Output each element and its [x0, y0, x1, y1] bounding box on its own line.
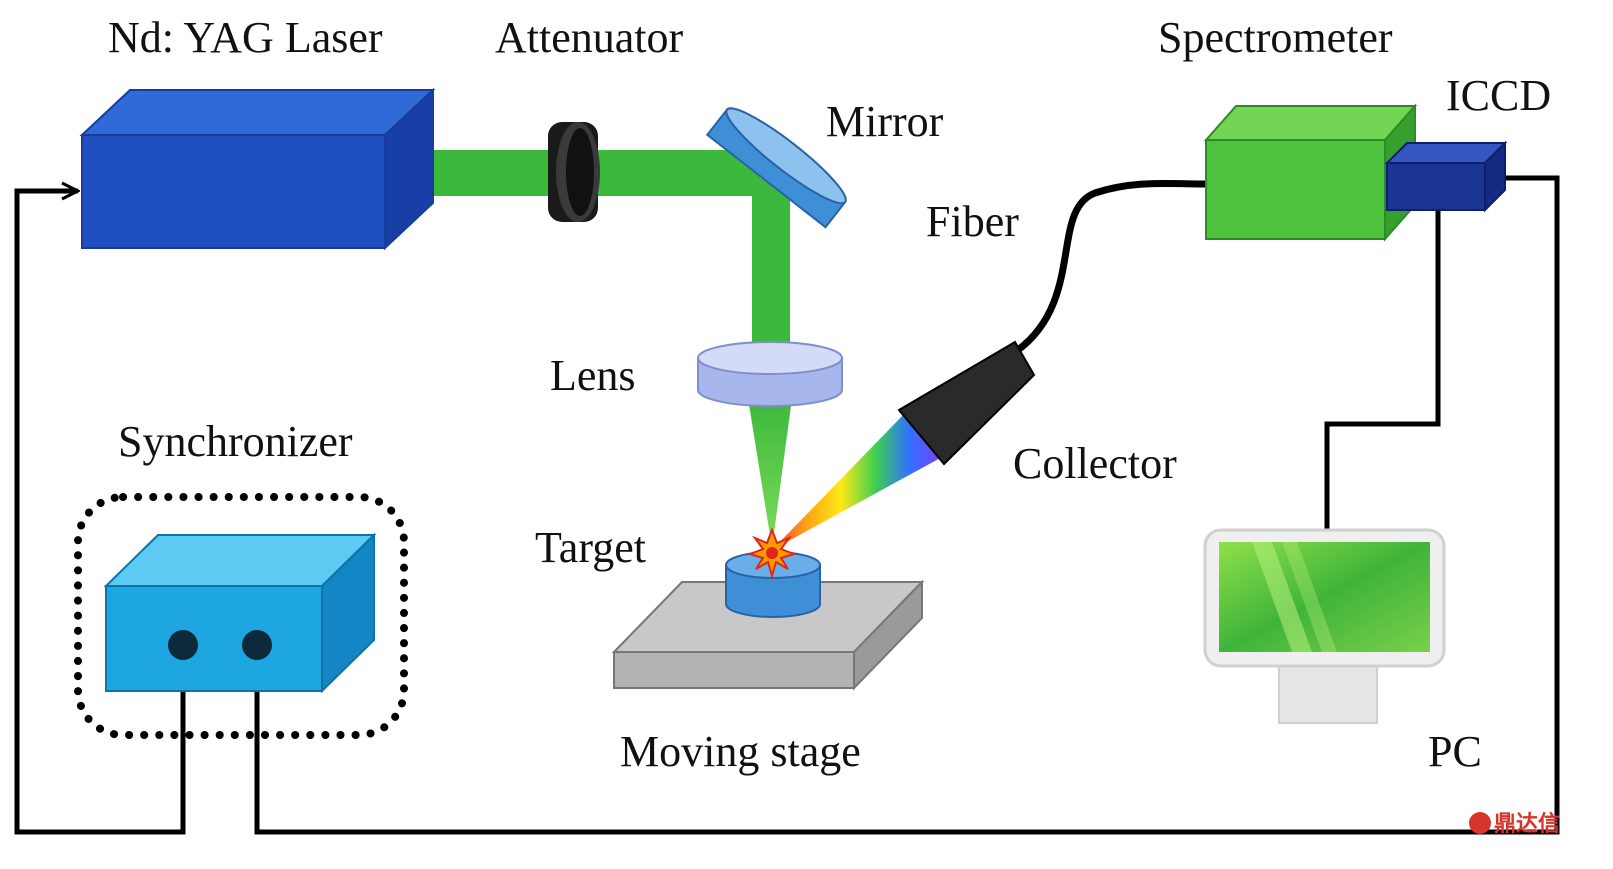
fiber-label: Fiber [926, 197, 1019, 246]
collector-icon [897, 340, 1036, 466]
target-label: Target [535, 523, 646, 572]
attenuator-label: Attenuator [495, 13, 684, 62]
synchronizer-to-laser-wire [14, 191, 186, 835]
fiber-cable [1014, 179, 1210, 354]
wiring [14, 178, 1560, 835]
pc-screen [1219, 542, 1430, 652]
attenuator-icon [548, 122, 600, 222]
lens-icon [697, 341, 843, 407]
spectrometer-label: Spectrometer [1158, 13, 1393, 62]
plasma-spark-icon [746, 527, 798, 580]
focused-beam-cone [748, 398, 792, 548]
synchronizer-dotted-outline [74, 493, 408, 739]
collector-label: Collector [1013, 439, 1177, 488]
pc-label: PC [1428, 727, 1482, 776]
mirror-icon [705, 107, 847, 229]
pc-stand [1278, 662, 1378, 724]
pc-monitor-icon [1203, 528, 1446, 724]
synchronizer-to-iccd-wire [254, 178, 1560, 835]
laser-box [79, 87, 436, 251]
synchronizer-box [74, 493, 408, 739]
synchronizer-port-2-icon [242, 630, 272, 660]
spectrometer-box [1203, 103, 1418, 242]
synchronizer-port-1-icon [168, 630, 198, 660]
moving-stage-label: Moving stage [620, 727, 861, 776]
lens-label: Lens [550, 351, 636, 400]
moving-stage [611, 579, 925, 691]
iccd-label: ICCD [1446, 71, 1551, 120]
iccd-box [1384, 140, 1508, 213]
watermark-logo: 鼎达信 [1469, 811, 1560, 837]
beam-vertical [752, 178, 790, 370]
plasma-emission-cone [772, 410, 944, 550]
synchronizer-label: Synchronizer [118, 417, 353, 466]
watermark-text: 鼎达信 [1494, 811, 1560, 837]
laser-label: Nd: YAG Laser [108, 13, 383, 62]
iccd-to-pc-wire [1324, 205, 1441, 538]
mirror-label: Mirror [826, 97, 944, 146]
